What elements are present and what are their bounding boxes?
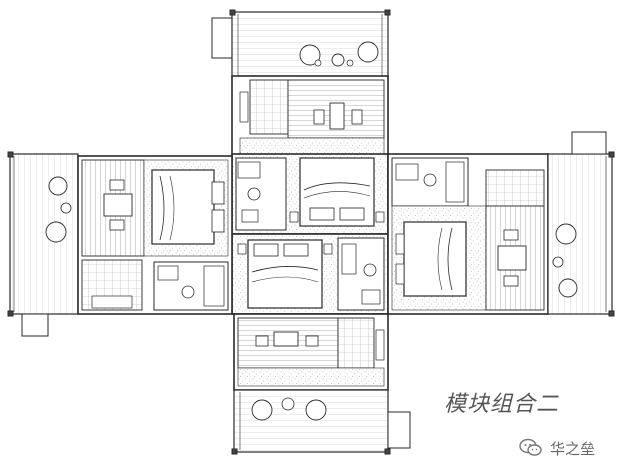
central-lower-bedroom (231, 233, 389, 315)
top-terrace-module (211, 9, 391, 79)
bottom-terrace-module (231, 389, 411, 455)
left-unit (77, 155, 233, 315)
central-upper-bedroom (231, 153, 389, 235)
watermark: 华之垒 (518, 434, 595, 462)
bottom-unit (233, 313, 389, 391)
wechat-icon (519, 438, 542, 456)
left-terrace-module (7, 151, 79, 337)
right-unit (387, 153, 549, 315)
top-unit (231, 75, 389, 157)
watermark-text: 华之垒 (550, 439, 596, 458)
right-terrace-module (547, 131, 615, 317)
diagram-caption: 模块组合二 (444, 392, 560, 417)
